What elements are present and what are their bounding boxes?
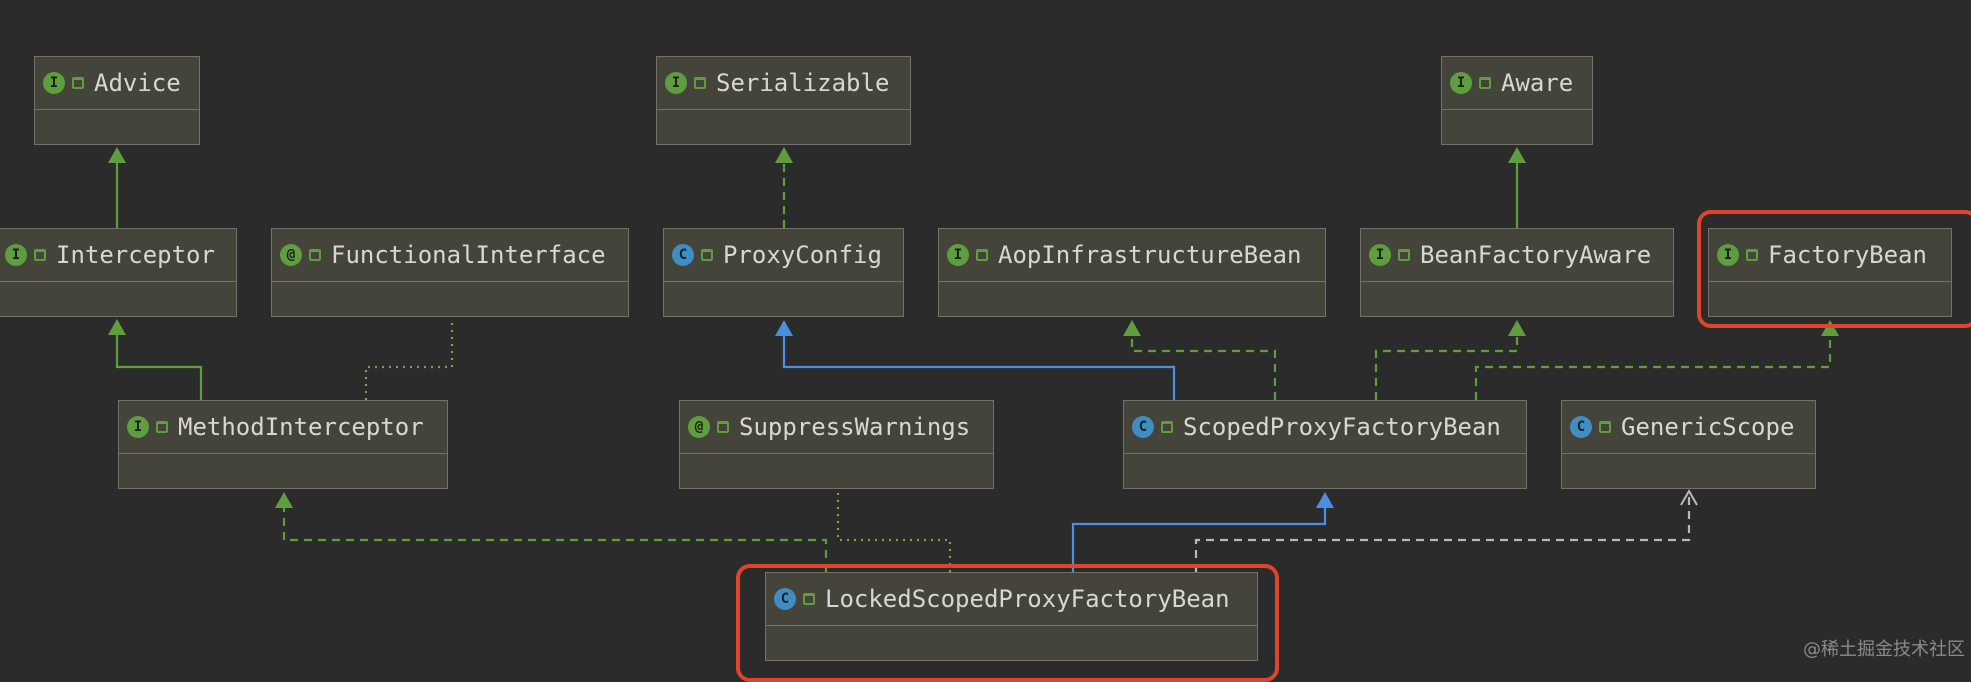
annotation-badge-icon: @ (688, 416, 710, 438)
edge-methodinterceptor-interceptor (115, 332, 203, 400)
class-node-header: I Interceptor (0, 229, 236, 282)
edge-scopedproxy-aop (1130, 336, 1277, 400)
class-node-scoped-proxy-factory-bean[interactable]: C ScopedProxyFactoryBean (1123, 400, 1527, 489)
public-visibility-icon (976, 249, 988, 261)
class-node-header: C ProxyConfig (664, 229, 903, 282)
interface-badge-icon: I (43, 72, 65, 94)
arrow-head (775, 320, 793, 336)
class-node-factory-bean[interactable]: I FactoryBean (1708, 228, 1952, 317)
public-visibility-icon (1746, 249, 1758, 261)
arrow-head (1123, 320, 1141, 336)
highlight-factory-bean (1697, 210, 1971, 328)
arrow-head (775, 147, 793, 163)
class-node-header: C GenericScope (1562, 401, 1815, 454)
arrow-head (108, 319, 126, 335)
class-node-header: C ScopedProxyFactoryBean (1124, 401, 1526, 454)
interface-badge-icon: I (665, 72, 687, 94)
edge-locked-suppresswarnings (836, 490, 952, 572)
public-visibility-icon (72, 77, 84, 89)
class-name: MethodInterceptor (178, 413, 424, 441)
class-node-interceptor[interactable]: I Interceptor (0, 228, 237, 317)
edge-locked-methodinterceptor (282, 508, 828, 572)
class-node-header: I MethodInterceptor (119, 401, 447, 454)
interface-badge-icon: I (1369, 244, 1391, 266)
class-node-header: @ SuppressWarnings (680, 401, 993, 454)
public-visibility-icon (1398, 249, 1410, 261)
public-visibility-icon (156, 421, 168, 433)
class-node-header: I AopInfrastructureBean (939, 229, 1325, 282)
class-node-functional-interface[interactable]: @ FunctionalInterface (271, 228, 629, 317)
class-node-header: I FactoryBean (1709, 229, 1951, 282)
interface-badge-icon: I (1717, 244, 1739, 266)
edge-locked-genericscope (1194, 492, 1691, 572)
arrow-head (1821, 320, 1839, 336)
arrow-head (275, 492, 293, 508)
class-node-bean-factory-aware[interactable]: I BeanFactoryAware (1360, 228, 1674, 317)
class-node-advice[interactable]: I Advice (34, 56, 200, 145)
class-node-serializable[interactable]: I Serializable (656, 56, 911, 145)
class-name: Interceptor (56, 241, 215, 269)
class-node-header: I Aware (1442, 57, 1592, 110)
arrow-head (1508, 147, 1526, 163)
class-node-aop-infrastructure-bean[interactable]: I AopInfrastructureBean (938, 228, 1326, 317)
class-name: GenericScope (1621, 413, 1795, 441)
public-visibility-icon (694, 77, 706, 89)
interface-badge-icon: I (5, 244, 27, 266)
class-name: SuppressWarnings (739, 413, 971, 441)
public-visibility-icon (717, 421, 729, 433)
class-name: ScopedProxyFactoryBean (1183, 413, 1501, 441)
class-badge-icon: C (1570, 416, 1592, 438)
public-visibility-icon (1161, 421, 1173, 433)
public-visibility-icon (1599, 421, 1611, 433)
class-badge-icon: C (774, 588, 796, 610)
interface-badge-icon: I (127, 416, 149, 438)
public-visibility-icon (309, 249, 321, 261)
class-badge-icon: C (672, 244, 694, 266)
annotation-badge-icon: @ (280, 244, 302, 266)
class-node-suppress-warnings[interactable]: @ SuppressWarnings (679, 400, 994, 489)
class-name: BeanFactoryAware (1420, 241, 1652, 269)
arrow-head (1316, 492, 1334, 508)
edge-scopedproxy-proxyconfig (782, 336, 1176, 400)
public-visibility-icon (1479, 77, 1491, 89)
class-node-aware[interactable]: I Aware (1441, 56, 1593, 145)
class-name: FactoryBean (1768, 241, 1927, 269)
public-visibility-icon (701, 249, 713, 261)
watermark: @稀土掘金技术社区 (1803, 639, 1965, 660)
class-badge-icon: C (1132, 416, 1154, 438)
class-node-header: I Advice (35, 57, 199, 110)
highlight-locked-scoped-proxy-factory-bean (736, 564, 1279, 682)
interface-badge-icon: I (1450, 72, 1472, 94)
class-name: AopInfrastructureBean (998, 241, 1302, 269)
class-name: FunctionalInterface (331, 241, 606, 269)
edge-scopedproxy-factorybean (1474, 336, 1832, 400)
public-visibility-icon (803, 593, 815, 605)
class-node-header: C LockedScopedProxyFactoryBean (766, 573, 1257, 626)
public-visibility-icon (34, 249, 46, 261)
class-name: ProxyConfig (723, 241, 882, 269)
arrow-head (1508, 320, 1526, 336)
class-node-locked-scoped-proxy-factory-bean[interactable]: C LockedScopedProxyFactoryBean (765, 572, 1258, 661)
class-node-proxy-config[interactable]: C ProxyConfig (663, 228, 904, 317)
class-node-header: I Serializable (657, 57, 910, 110)
arrow-head (108, 147, 126, 163)
edge-scopedproxy-beanfactoryaware (1374, 336, 1519, 400)
class-node-method-interceptor[interactable]: I MethodInterceptor (118, 400, 448, 489)
edge-methodinterceptor-functionalinterface (364, 320, 454, 400)
interface-badge-icon: I (947, 244, 969, 266)
arrow-head (1680, 488, 1698, 506)
class-node-header: I BeanFactoryAware (1361, 229, 1673, 282)
class-name: LockedScopedProxyFactoryBean (825, 585, 1230, 613)
class-name: Aware (1501, 69, 1574, 97)
class-node-generic-scope[interactable]: C GenericScope (1561, 400, 1816, 489)
class-node-header: @ FunctionalInterface (272, 229, 628, 282)
edge-locked-scopedproxy (1071, 508, 1327, 572)
class-name: Advice (94, 69, 181, 97)
class-name: Serializable (716, 69, 890, 97)
